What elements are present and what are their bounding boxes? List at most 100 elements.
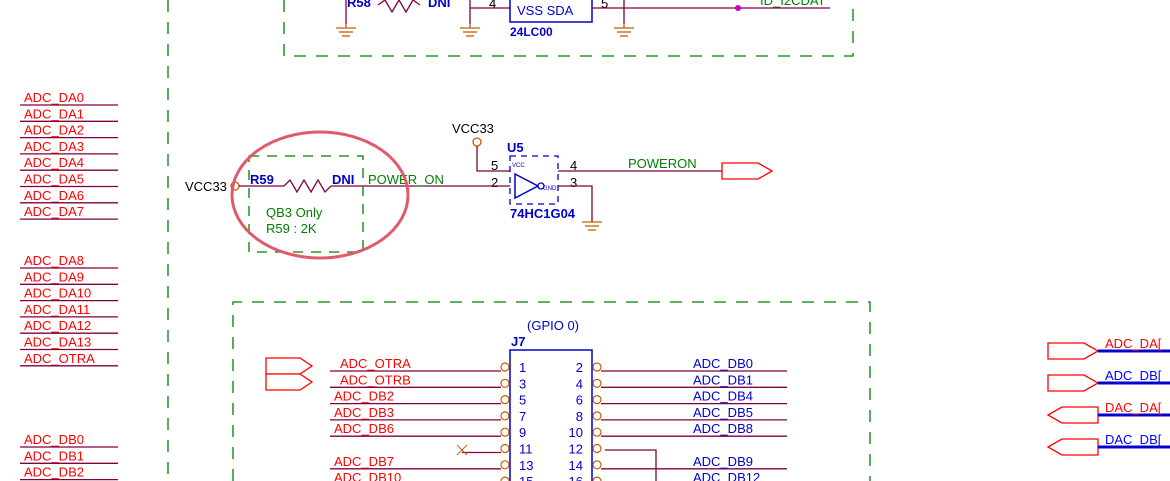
j7-pin-left — [500, 476, 510, 481]
j7-pin-left — [500, 411, 510, 421]
j7-pin-number: 7 — [519, 409, 526, 424]
left-net-list-b: ADC_DA8ADC_DA9ADC_DA10ADC_DA11ADC_DA12AD… — [20, 253, 118, 367]
gpio-block-border — [232, 301, 871, 481]
j7-pin-number: 2 — [576, 360, 583, 375]
net-label: ADC_DA10 — [24, 286, 91, 301]
j7-left-net: ADC_DB7 — [334, 454, 394, 469]
j7-pin-number: 9 — [519, 425, 526, 440]
j7-pin-number: 8 — [576, 409, 583, 424]
j7-pin-number: 11 — [519, 442, 533, 457]
bus-port-label: DAC_DA[ — [1105, 400, 1162, 415]
ground-icon — [614, 24, 634, 37]
ground-icon — [582, 221, 602, 231]
r59-dni: DNI — [332, 172, 354, 187]
no-connect-icon — [456, 444, 468, 456]
j7-pin-left — [500, 460, 510, 470]
net-label: ADC_DA6 — [24, 188, 84, 203]
eeprom-chip-name: 24LC00 — [510, 25, 553, 39]
net-label: ADC_DA3 — [24, 139, 84, 154]
otra-port — [265, 357, 314, 375]
highlight-circle — [230, 130, 410, 260]
net-label: ADC_DB0 — [24, 432, 84, 447]
j7-left-net: ADC_DB10 — [334, 470, 401, 481]
j7-pin-number: 14 — [569, 458, 583, 473]
net-label: ADC_DA1 — [24, 106, 84, 121]
gpio-label: (GPIO 0) — [527, 318, 579, 333]
j7-right-net: ADC_DB12 — [693, 470, 760, 481]
u5-box — [509, 155, 559, 205]
j7-connector-body — [509, 349, 593, 481]
r58-dni: DNI — [428, 0, 450, 10]
j7-pin-number: 13 — [519, 458, 533, 473]
r59-resistor-symbol — [283, 178, 332, 194]
net-label: ADC_OTRA — [24, 351, 95, 366]
r58-resistor-symbol — [377, 0, 421, 14]
left-net-list-a: ADC_DA0ADC_DA1ADC_DA2ADC_DA3ADC_DA4ADC_D… — [20, 90, 118, 220]
j7-right-net: ADC_DB4 — [693, 389, 753, 404]
eeprom-pin-4: 4 — [489, 0, 496, 11]
j7-left-net: ADC_DB2 — [334, 389, 394, 404]
j7-pin-right — [592, 395, 602, 405]
net-label: ADC_DA9 — [24, 269, 84, 284]
net-label: ADC_DA13 — [24, 335, 91, 350]
u5-pin-4: 4 — [570, 158, 577, 173]
j7-pin-left — [500, 443, 510, 454]
eeprom-pin-5: 5 — [601, 0, 608, 11]
j7-pin-right — [592, 378, 602, 388]
eeprom-chip-text: VSS SDA — [517, 3, 574, 18]
net-label: ADC_DA2 — [24, 123, 84, 138]
j7-pin-left — [500, 378, 510, 388]
j7-pin-right — [592, 411, 602, 421]
otrb-port — [265, 373, 314, 391]
j7-pin-left — [500, 427, 510, 437]
j7-pin-number: 4 — [576, 376, 583, 391]
vcc33-top-label: VCC33 — [452, 121, 494, 136]
j7-left-net: ADC_DB6 — [334, 421, 394, 436]
poweron-net: POWERON — [628, 156, 697, 171]
u5-gnd-pin-label: GND — [543, 186, 557, 192]
j7-pin-right — [592, 427, 602, 437]
poweron-port — [721, 162, 774, 180]
j7-pin-left — [500, 362, 510, 372]
vcc33-top-pin — [472, 137, 482, 147]
j7-pin-number: 1 — [519, 360, 526, 375]
j7-ref: J7 — [511, 334, 525, 349]
j7-pin-right — [592, 476, 602, 481]
net-label: ADC_DA5 — [24, 172, 84, 187]
r58-ref: R58 — [347, 0, 371, 10]
u5-inverter-icon — [514, 172, 540, 200]
net-label: ADC_DA7 — [24, 204, 84, 219]
bus-port — [1046, 406, 1099, 424]
j7-pin-number: 6 — [576, 393, 583, 408]
top-eeprom-block: R58 DNI 4 VSS SDA 24LC00 5 — [283, 0, 854, 57]
right-bus-ports: ADC_DA[ ADC_DB[ DAC_DA[ DAC_DB[ — [1046, 336, 1170, 456]
j7-pin-right — [592, 443, 602, 454]
j7-pin-number: 10 — [569, 425, 583, 440]
net-label: ADC_DA8 — [24, 253, 84, 268]
net-label: ADC_DB1 — [24, 448, 84, 463]
power-on-circuit: VCC33 R59 DNI POWER_ON QB3 Only R59 : 2K… — [185, 121, 774, 260]
bus-port-label: ADC_DA[ — [1105, 336, 1162, 351]
net-label: ADC_DA11 — [24, 302, 90, 317]
j7-pin-number: 3 — [519, 376, 526, 391]
j7-right-net: ADC_DB5 — [693, 405, 753, 420]
bus-port — [1047, 342, 1100, 360]
r59-ref: R59 — [250, 172, 274, 187]
j7-pin-number: 16 — [569, 474, 583, 481]
bus-port-label: ADC_DB[ — [1105, 368, 1162, 383]
note-line-1: QB3 Only — [266, 205, 323, 220]
j7-left-net: ADC_OTRA — [340, 356, 411, 371]
bus-port-label: DAC_DB[ — [1105, 432, 1162, 447]
j7-pin-left — [500, 395, 510, 405]
j7-pin-number: 5 — [519, 393, 526, 408]
u5-ref: U5 — [507, 140, 524, 155]
bus-port — [1047, 374, 1100, 392]
j7-right-net: ADC_DB0 — [693, 356, 753, 371]
j7-left-net: ADC_DB3 — [334, 405, 394, 420]
j7-right-net: ADC_DB1 — [693, 372, 753, 387]
u5-pin-3: 3 — [570, 175, 577, 190]
j7-right-net: ADC_DB9 — [693, 454, 753, 469]
u5-pin-2: 2 — [491, 175, 498, 190]
